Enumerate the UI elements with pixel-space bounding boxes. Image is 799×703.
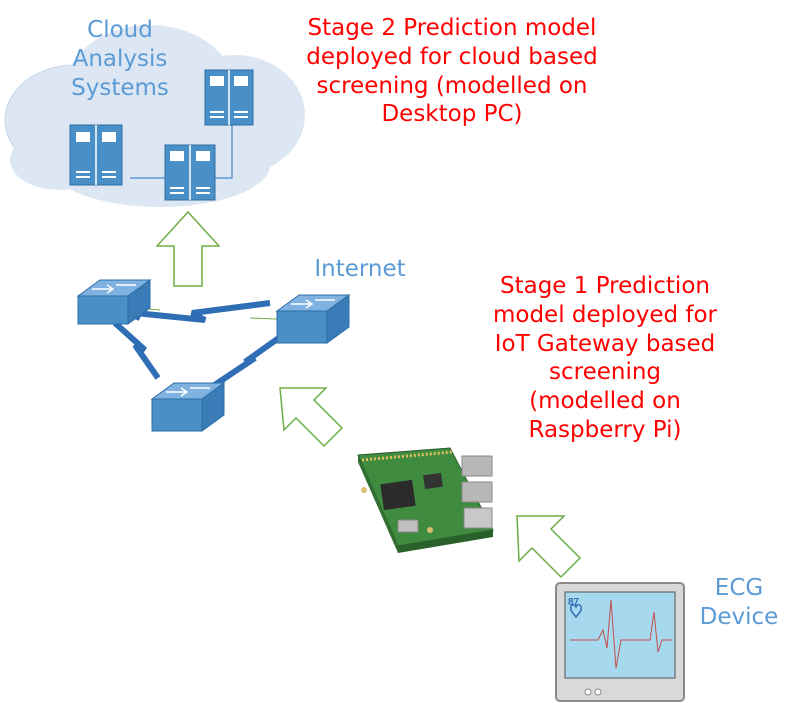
server-icon-center xyxy=(164,144,216,201)
stage1-label-line-6: Raspberry Pi) xyxy=(528,416,682,443)
heart-icon xyxy=(569,604,583,619)
cloud-label-line-1: Cloud xyxy=(87,17,153,43)
cloud-label-line-2: Analysis xyxy=(72,45,168,72)
stage2-label-line-2: deployed for cloud based xyxy=(306,43,598,70)
ecg-label-line-2: Device xyxy=(699,603,779,630)
stage1-label: Stage 1 Prediction model deployed for Io… xyxy=(440,272,770,445)
cloud-label-line-3: Systems xyxy=(71,74,169,101)
stage1-label-line-3: IoT Gateway based xyxy=(494,330,716,357)
ecg-device-icon: 87 xyxy=(555,582,685,702)
heart-rate-value: 87 xyxy=(568,597,580,608)
cloud-shape xyxy=(4,25,305,207)
stage2-label-line-4: Desktop PC) xyxy=(381,101,523,128)
arrow-up-icon xyxy=(155,210,221,287)
stage2-label: Stage 2 Prediction model deployed for cl… xyxy=(262,14,642,129)
arrow-up-left-icon-ecg xyxy=(516,515,582,579)
raspberry-pi-icon xyxy=(357,447,494,553)
wireless-link-left xyxy=(112,320,161,380)
ecg-label-line-1: ECG xyxy=(714,575,764,601)
cloud-label: Cloud Analysis Systems xyxy=(55,16,185,102)
switch-icon-left xyxy=(76,279,152,325)
stage1-label-line-1: Stage 1 Prediction xyxy=(500,273,710,299)
stage1-label-line-5: (modelled on xyxy=(529,388,681,414)
switch-icon-right xyxy=(275,294,351,344)
server-icon-left xyxy=(69,124,123,186)
stage1-label-line-4: screening xyxy=(548,359,662,386)
switch-icon-bottom xyxy=(150,382,226,432)
stage2-label-line-3: screening (modelled on xyxy=(316,72,588,99)
arrow-up-left-icon-gateway xyxy=(279,387,344,448)
ecg-label: ECG Device xyxy=(684,574,794,632)
stage2-label-line-1: Stage 2 Prediction model xyxy=(307,15,597,41)
wireless-link-right xyxy=(208,327,292,391)
server-icon-right xyxy=(204,69,254,126)
internet-label: Internet xyxy=(314,256,406,282)
stage1-label-line-2: model deployed for xyxy=(492,301,718,328)
